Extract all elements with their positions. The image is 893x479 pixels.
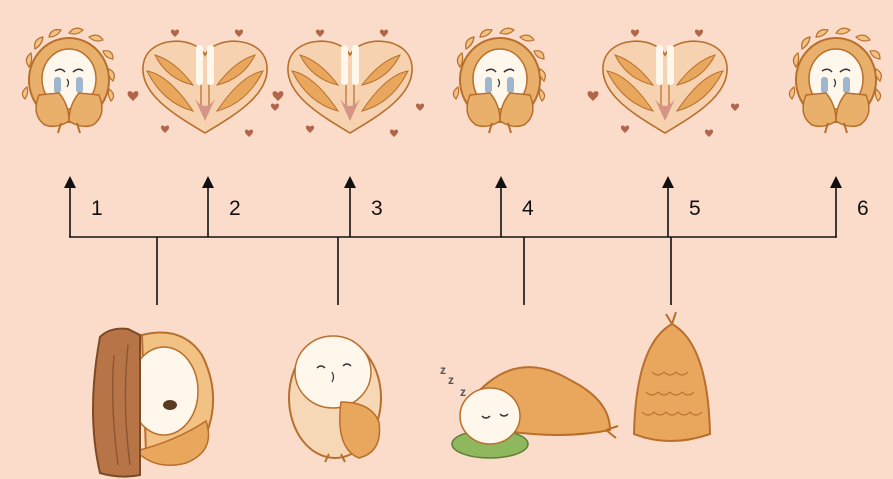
source-1 [93,237,213,477]
outcome-number: 5 [689,197,701,220]
heart-hug-owls-icon [128,30,280,137]
outcome-2: 2 [128,30,280,237]
outcome-3: 3 [273,30,425,237]
outcome-5: 5 [588,30,740,237]
arrowhead-icon [830,176,842,188]
arrowhead-icon [64,176,76,188]
crying-owl-icon [453,28,545,133]
outcome-number: 1 [91,197,103,220]
heart-hug-owls-icon [273,30,425,137]
source-4 [634,237,710,441]
curious-owl-icon [289,336,381,462]
crying-owl-icon [789,28,881,133]
heart-hug-owls-icon [588,30,740,137]
source-row [93,237,710,477]
arrowhead-icon [344,176,356,188]
outcome-number: 3 [371,197,383,220]
source-3 [440,237,618,458]
owl-hiding-in-wings-icon [634,312,710,441]
outcome-number: 6 [857,197,869,220]
source-2 [289,237,381,462]
arrowhead-icon [495,176,507,188]
arrowhead-icon [202,176,214,188]
outcome-row: 1 2 3 4 5 6 [22,28,881,237]
outcome-number: 2 [229,197,241,220]
sleeping-owl-on-pillow-icon [440,363,618,458]
arrowhead-icon [662,176,674,188]
outcome-4: 4 [453,28,545,237]
outcome-6: 6 [789,28,881,237]
owl-peeking-behind-tree-icon [93,329,213,477]
outcome-number: 4 [522,197,534,220]
outcome-1: 1 [22,28,114,237]
crying-owl-icon [22,28,114,133]
